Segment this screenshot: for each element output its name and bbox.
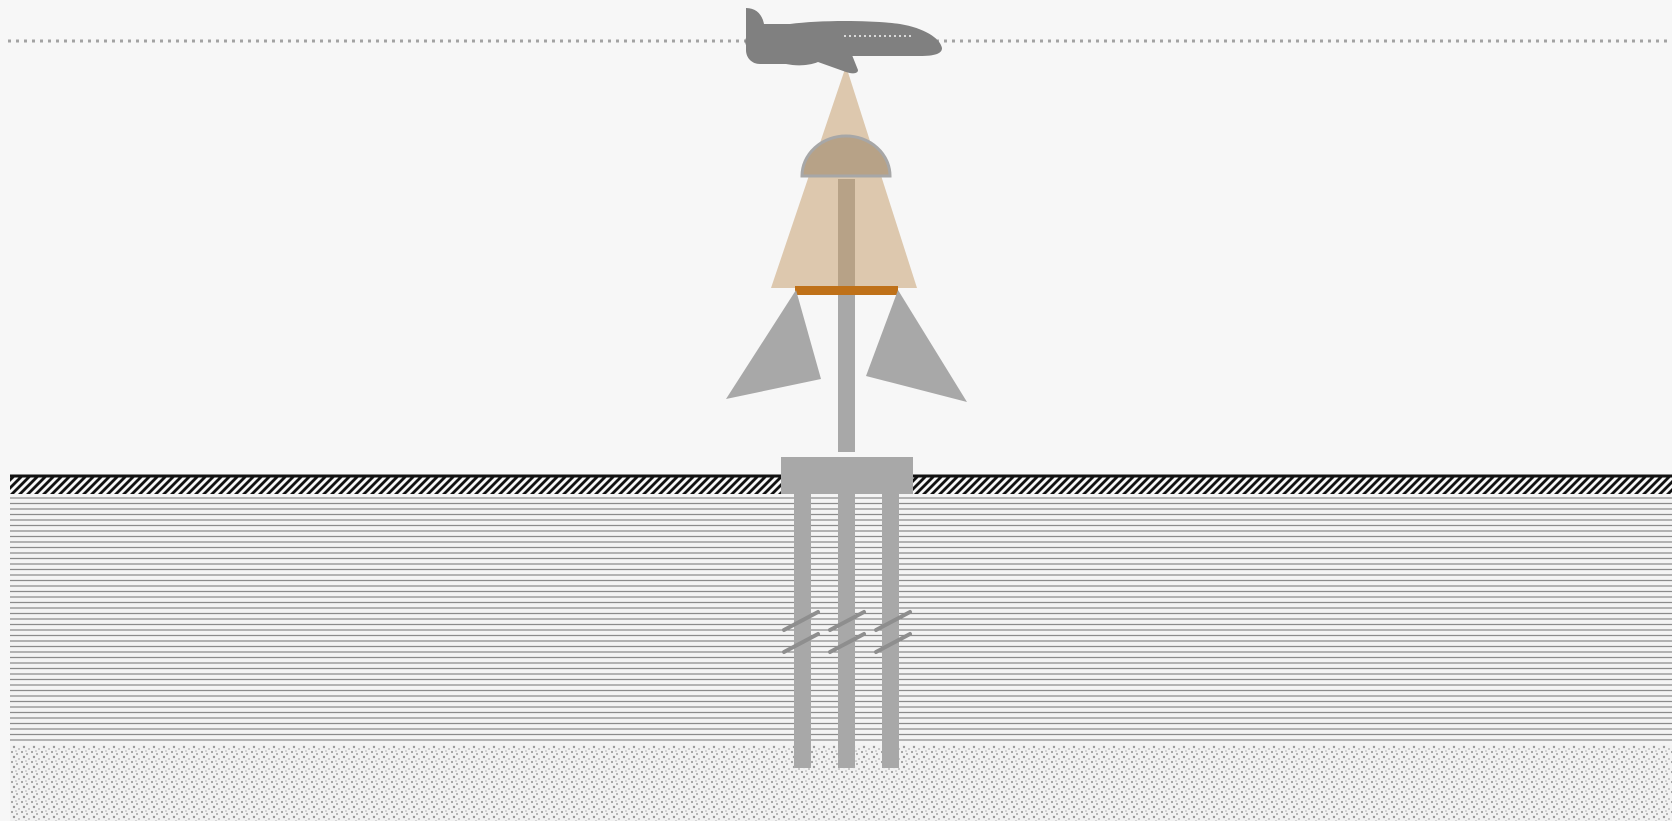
dome-antenna-icon xyxy=(800,134,892,178)
pile-break-marks xyxy=(782,610,912,654)
antenna-platform xyxy=(795,286,898,295)
upper-mast-section xyxy=(838,179,855,291)
lower-mast-section xyxy=(838,291,855,452)
concrete-pile-cap xyxy=(781,457,913,494)
pile-left xyxy=(794,494,811,768)
right-reflector-panel xyxy=(866,290,967,402)
left-reflector-panel xyxy=(726,290,821,399)
pile-right xyxy=(882,494,899,768)
pile-center xyxy=(838,494,855,768)
